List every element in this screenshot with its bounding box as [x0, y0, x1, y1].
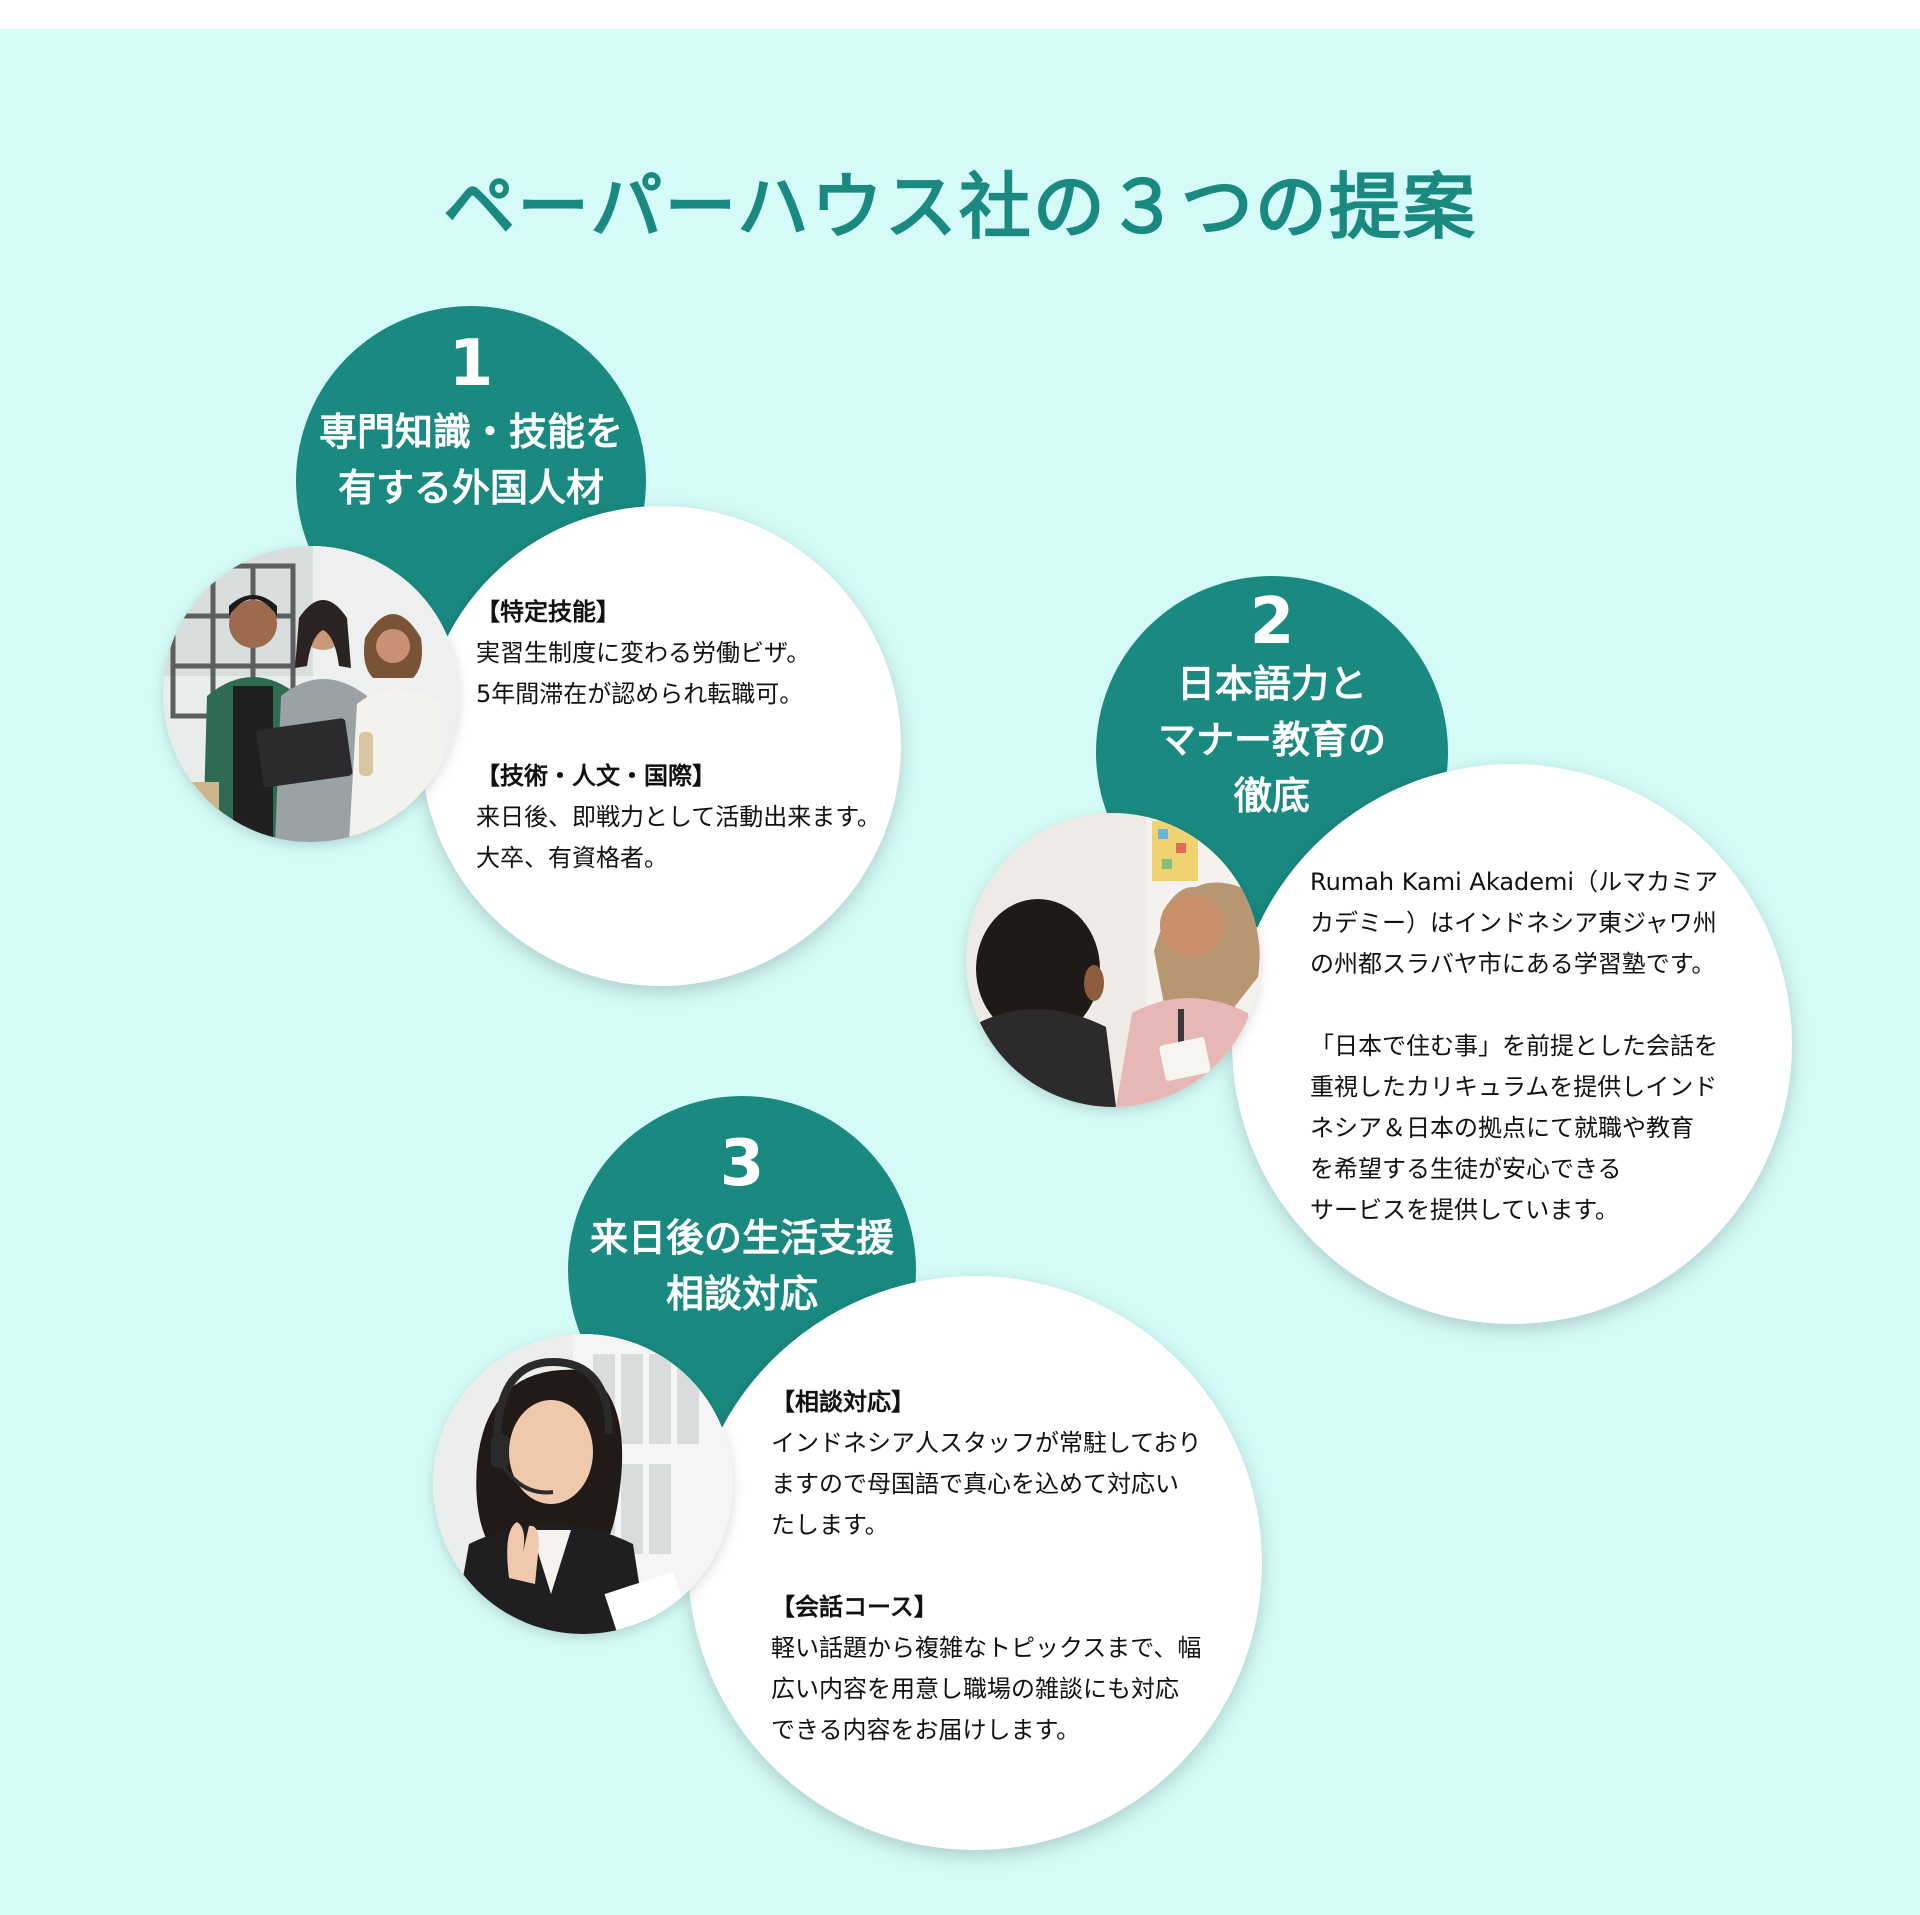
proposal-2-para-1-line-3: の州都スラバヤ市にある学習塾です。: [1310, 950, 1716, 978]
proposal-3-heading-line-2: 相談対応: [665, 1272, 818, 1316]
page-title: ペーパーハウス社の３つの提案: [443, 165, 1477, 249]
proposal-2-para-2-line-1: 「日本で住む事」を前提とした会話を: [1310, 1032, 1718, 1060]
proposal-3-section-2-line-3: できる内容をお届けします。: [771, 1716, 1081, 1744]
proposal-2-para-2-line-5: サービスを提供しています。: [1310, 1196, 1619, 1224]
proposal-1-badge: 1 専門知識・技能を 有する外国人材: [296, 306, 646, 656]
proposal-3-section-1-line-3: たします。: [771, 1511, 889, 1539]
proposal-1-section-2-line-1: 来日後、即戦力として活動出来ます。: [476, 803, 881, 831]
proposal-2-heading-line-1: 日本語力と: [1176, 662, 1367, 706]
proposal-2-para-2-line-3: ネシア＆日本の拠点にて就職や教育: [1310, 1114, 1694, 1142]
proposal-2-para-1-line-1: Rumah Kami Akademi（ルマカミア: [1310, 868, 1719, 896]
proposal-1-photo: [163, 546, 459, 842]
proposal-3-section-2-line-2: 広い内容を用意し職場の雑談にも対応: [771, 1675, 1179, 1703]
proposal-1-section-2-line-2: 大卒、有資格者。: [476, 844, 668, 872]
proposal-3-text: 【相談対応】 インドネシア人スタッフが常駐しており ますので母国語で真心を込めて…: [771, 1382, 1202, 1751]
support-staff-headset-photo: [433, 1334, 733, 1634]
proposal-3-section-2-label: 【会話コース】: [771, 1593, 938, 1621]
proposal-3-section-1-line-1: インドネシア人スタッフが常駐しており: [771, 1429, 1202, 1457]
proposal-2-para-1-line-2: カデミー）はインドネシア東ジャワ州: [1310, 909, 1717, 937]
proposal-2-heading-line-3: 徹底: [1233, 774, 1310, 818]
proposal-2-text: Rumah Kami Akademi（ルマカミア カデミー）はインドネシア東ジャ…: [1310, 862, 1718, 1231]
students-with-laptop-photo: [163, 546, 459, 842]
proposal-1-text: 【特定技能】 実習生制度に変わる労働ビザ。 5年間滞在が認められ転職可。 【技術…: [476, 592, 881, 879]
proposal-1-section-1-line-2: 5年間滞在が認められ転職可。: [476, 680, 804, 708]
proposal-3-section-1-label: 【相談対応】: [771, 1388, 915, 1416]
proposal-1-heading-line-1: 専門知識・技能を: [318, 410, 623, 454]
proposal-2-para-2-line-4: を希望する生徒が安心できる: [1310, 1155, 1622, 1183]
proposal-2-heading-line-2: マナー教育の: [1157, 718, 1386, 762]
proposal-3-number: 3: [719, 1127, 765, 1201]
proposal-3-section-2-line-1: 軽い話題から複雑なトピックスまで、幅: [771, 1634, 1202, 1662]
proposal-1-section-2-label: 【技術・人文・国際】: [476, 762, 716, 790]
proposal-2-card: [1232, 764, 1792, 1324]
proposal-3-heading-line-1: 来日後の生活支援: [589, 1216, 894, 1260]
proposal-1-section-1-label: 【特定技能】: [476, 598, 620, 626]
proposal-1-number: 1: [448, 327, 494, 401]
proposal-1-heading-line-2: 有する外国人材: [337, 466, 604, 510]
proposal-2-para-2-line-2: 重視したカリキュラムを提供しインド: [1310, 1073, 1718, 1101]
proposal-3-section-1-line-2: ますので母国語で真心を込めて対応い: [771, 1470, 1179, 1498]
proposal-3-card: [688, 1276, 1262, 1850]
tutor-and-student-photo: [966, 813, 1260, 1107]
proposal-1-card: [421, 506, 901, 986]
proposal-2-number: 2: [1249, 585, 1295, 659]
proposal-3-photo: [433, 1334, 733, 1634]
proposal-2-photo: [966, 813, 1260, 1107]
proposal-1-section-1-line-1: 実習生制度に変わる労働ビザ。: [476, 639, 811, 667]
